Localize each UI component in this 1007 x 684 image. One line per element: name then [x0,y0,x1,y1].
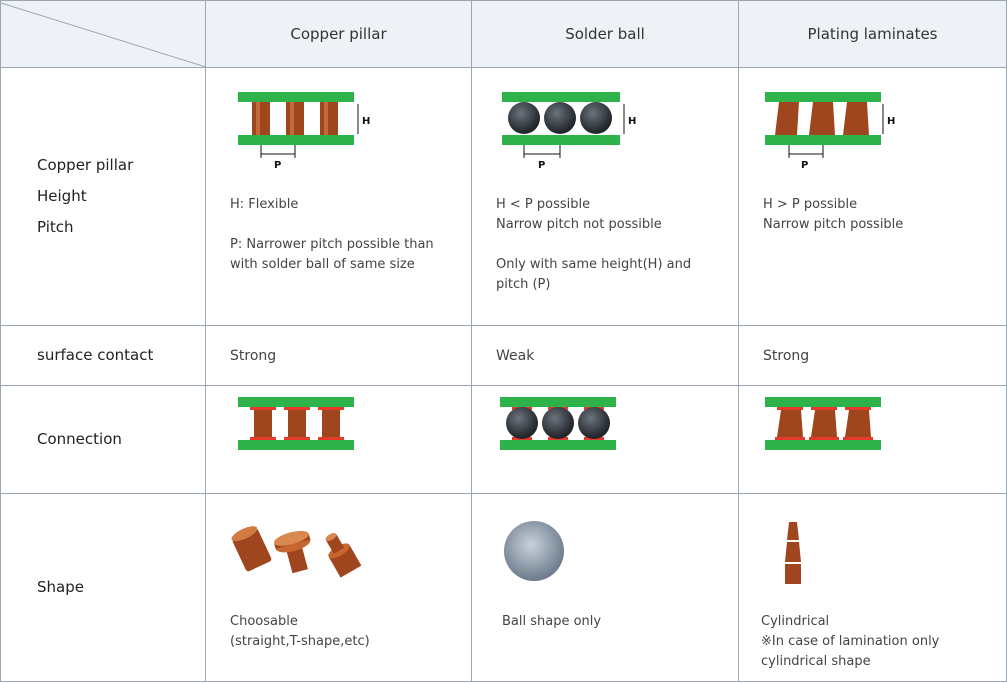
header-solder-ball: Solder ball [471,0,739,68]
solder-ball-shape [504,521,564,581]
plating-pitch-text-1: H > P possible [763,197,858,212]
diagonal-line [1,2,206,68]
copper-pitch-text-2: P: Narrower pitch possible than [230,237,434,252]
svg-text:P: P [274,160,281,170]
solder-pitch-text-2: Narrow pitch not possible [496,217,662,232]
svg-text:H: H [362,116,370,127]
shape-plating-cell: Cylindrical ※In case of lamination only … [738,493,1007,682]
svg-text:H: H [628,116,636,127]
surface-row: surface contact Strong Weak Strong [0,325,1007,386]
copper-pillar-shapes [231,526,362,578]
surface-plating: Strong [738,325,1007,386]
surface-solder: Weak [471,325,739,386]
solder-pitch-text-4: pitch (P) [496,277,551,292]
shape-copper-text-1: Choosable [230,614,298,629]
svg-text:P: P [801,160,808,170]
plating-laminates-connection-diagram [765,396,881,450]
pitch-plating-cell: H P H > P possible Narrow pitch possible [738,67,1007,326]
shape-row-label: Shape [0,493,206,682]
pitch-copper-cell: H P H: Flexible P: Narrower pitch possib… [205,67,472,326]
connection-copper-cell [205,385,472,494]
plating-laminates-pitch-diagram: H P [765,92,895,170]
pitch-row-label: Copper pillar Height Pitch [0,67,206,326]
solder-ball-pitch-diagram: H P [502,92,636,170]
shape-copper-text-2: (straight,T-shape,etc) [230,634,370,649]
shape-row: Shape [0,493,1007,682]
label-height: Height [37,187,87,205]
connection-solder-cell [471,385,739,494]
shape-plating-text-2: ※In case of lamination only [761,634,940,649]
solder-pitch-text-1: H < P possible [496,197,591,212]
svg-text:P: P [538,160,545,170]
plating-laminates-shape [785,522,801,584]
svg-text:H: H [887,116,895,127]
header-row: Copper pillar Solder ball Plating lamina… [0,0,1007,68]
copper-pitch-text-3: with solder ball of same size [230,257,415,272]
header-plating-laminates: Plating laminates [738,0,1007,68]
label-copper-pillar: Copper pillar [37,156,134,174]
solder-ball-connection-diagram [500,396,616,450]
pitch-solder-cell: H P H < P possible Narrow pitch not poss… [471,67,739,326]
connection-row: Connection [0,385,1007,494]
connection-row-label: Connection [0,385,206,494]
plating-pitch-text-2: Narrow pitch possible [763,217,904,232]
shape-solder-text-1: Ball shape only [502,614,602,629]
copper-pitch-text-1: H: Flexible [230,197,299,212]
copper-pillar-pitch-diagram: H P [238,92,370,170]
surface-row-label: surface contact [0,325,206,386]
shape-solder-cell: Ball shape only [471,493,739,682]
label-pitch: Pitch [37,218,74,236]
pitch-row: Copper pillar Height Pitch H P [0,67,1007,326]
shape-plating-text-3: cylindrical shape [761,654,871,669]
connection-plating-cell [738,385,1007,494]
copper-pillar-connection-diagram [238,396,354,450]
shape-copper-cell: Choosable (straight,T-shape,etc) [205,493,472,682]
surface-copper: Strong [205,325,472,386]
corner-cell [0,0,206,68]
solder-pitch-text-3: Only with same height(H) and [496,257,692,272]
shape-plating-text-1: Cylindrical [761,614,830,629]
header-copper-pillar: Copper pillar [205,0,472,68]
